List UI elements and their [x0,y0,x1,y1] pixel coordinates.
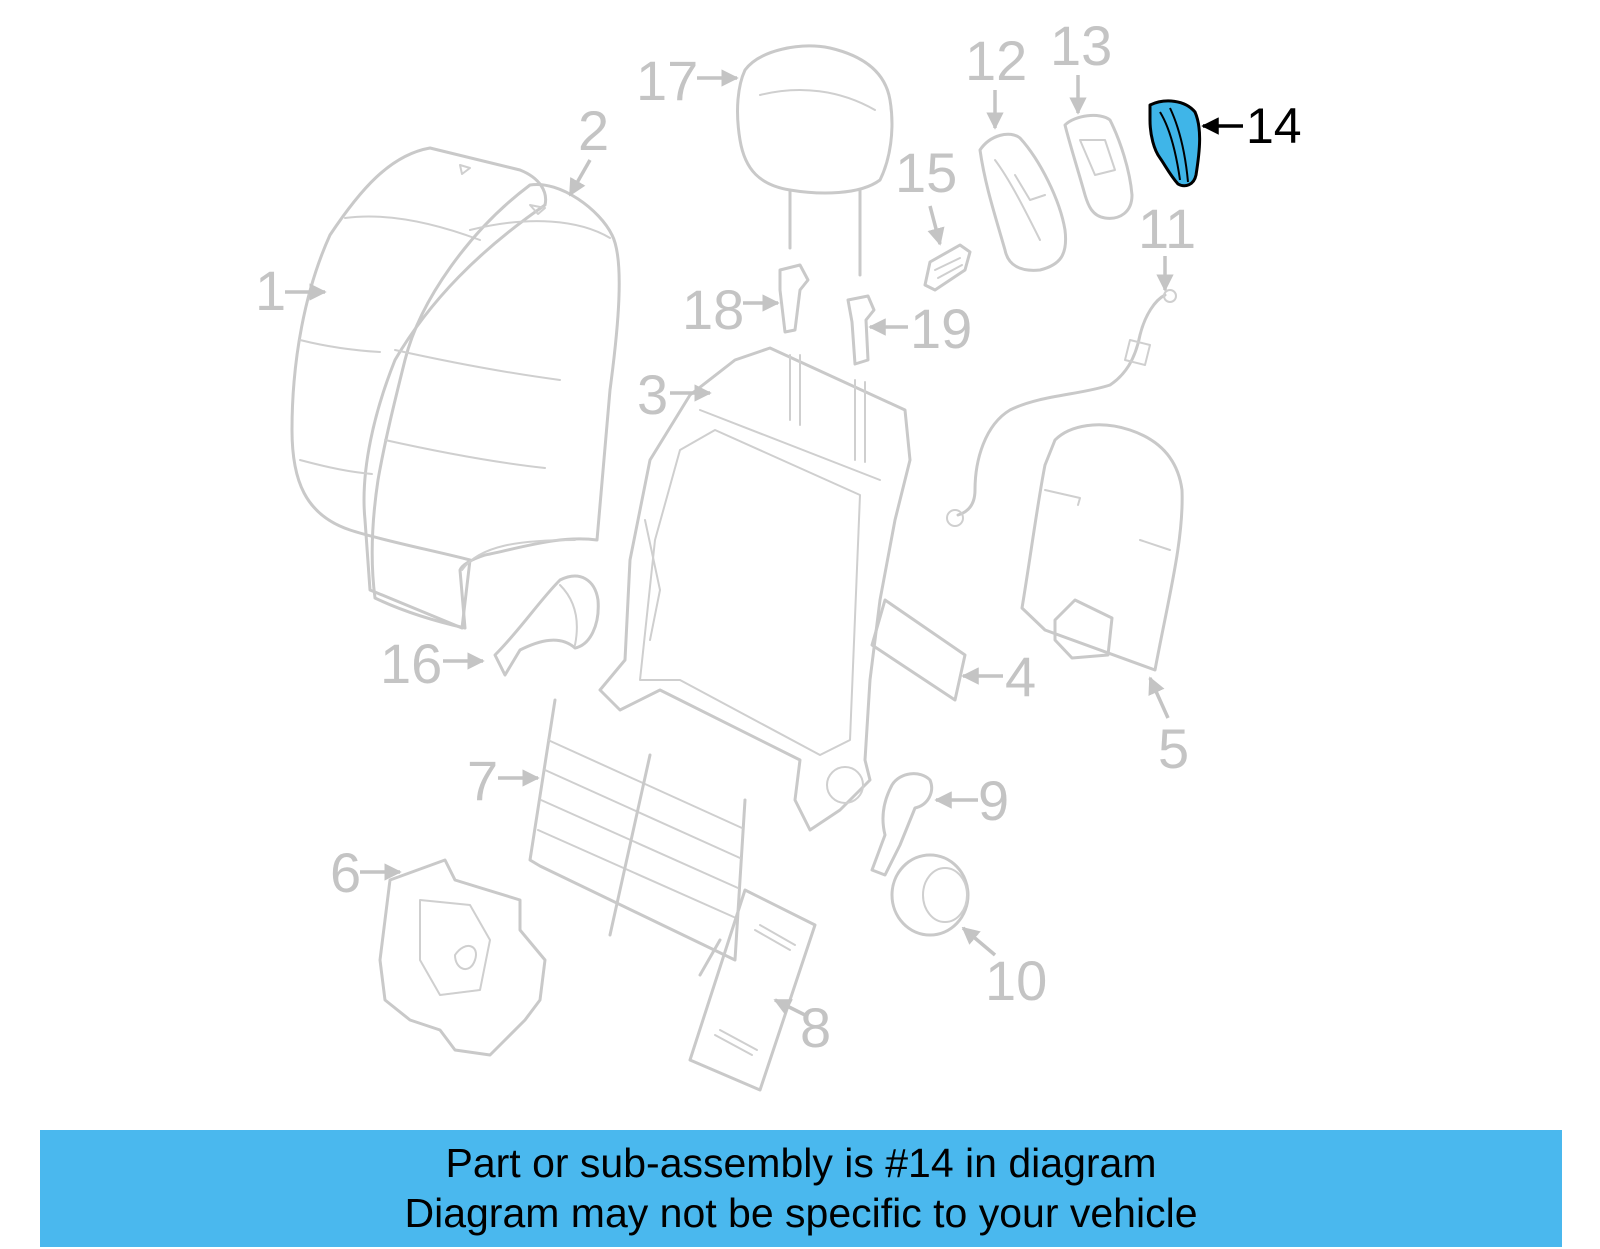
callout-12: 12 [965,29,1027,130]
svg-text:10: 10 [985,949,1047,1012]
callout-11: 11 [1138,197,1196,292]
svg-text:7: 7 [467,749,498,812]
svg-text:16: 16 [380,632,442,695]
part-14-shape [1148,99,1202,188]
svg-text:11: 11 [1138,197,1196,260]
svg-text:6: 6 [330,841,361,904]
part-16-bracket [493,574,600,677]
svg-text:3: 3 [637,363,668,426]
part-10-knob [890,853,970,937]
callout-5: 5 [1148,676,1189,780]
part-19-guide [846,294,876,366]
part-1-seatback-cover [290,146,548,630]
svg-text:8: 8 [800,996,831,1059]
callout-16: 16 [380,632,485,695]
svg-text:14: 14 [1246,98,1302,154]
svg-text:15: 15 [895,141,957,204]
callout-14: 14 [1201,98,1302,154]
callout-8: 8 [773,996,831,1059]
part-5-back-panel [1020,423,1184,672]
part-6-base-plate [378,858,547,1057]
callout-13: 13 [1050,14,1112,115]
part-4-pad [870,598,967,702]
callout-9: 9 [934,769,1009,832]
info-banner: Part or sub-assembly is #14 in diagram D… [40,1130,1562,1247]
svg-text:18: 18 [682,278,744,341]
part-13-switch-panel [1063,113,1134,220]
part-2-seatback-front [370,182,621,630]
banner-line-disclaimer: Diagram may not be specific to your vehi… [404,1190,1198,1236]
callout-15: 15 [895,141,957,246]
callout-3: 3 [637,363,712,426]
banner-line-part: Part or sub-assembly is #14 in diagram [445,1140,1157,1186]
part-3-seatback-frame [598,346,912,832]
callout-19: 19 [868,297,972,360]
svg-text:9: 9 [978,769,1009,832]
callout-1: 1 [255,259,327,322]
part-18-guide [778,263,810,334]
svg-text:19: 19 [910,297,972,360]
callout-4: 4 [961,645,1036,708]
part-17-headrest [736,44,894,277]
svg-text:2: 2 [578,99,609,162]
callout-2: 2 [568,99,609,197]
callout-17: 17 [636,49,739,112]
svg-text:5: 5 [1158,717,1189,780]
callout-6: 6 [330,841,402,904]
part-9-lever [870,772,934,877]
svg-text:13: 13 [1050,14,1112,77]
part-8-springs-pad [688,888,817,1092]
callout-7: 7 [467,749,540,812]
svg-text:17: 17 [636,49,698,112]
svg-text:1: 1 [255,259,286,322]
part-14-knob-highlight [1148,99,1202,188]
callout-18: 18 [682,278,780,341]
svg-text:12: 12 [965,29,1027,92]
callout-10: 10 [961,926,1047,1012]
part-15-spring [923,243,972,292]
svg-text:4: 4 [1005,645,1036,708]
part-12-side-cover [978,132,1068,272]
part-11-cable [946,289,1177,527]
part-7-lumbar-wire [528,698,747,977]
